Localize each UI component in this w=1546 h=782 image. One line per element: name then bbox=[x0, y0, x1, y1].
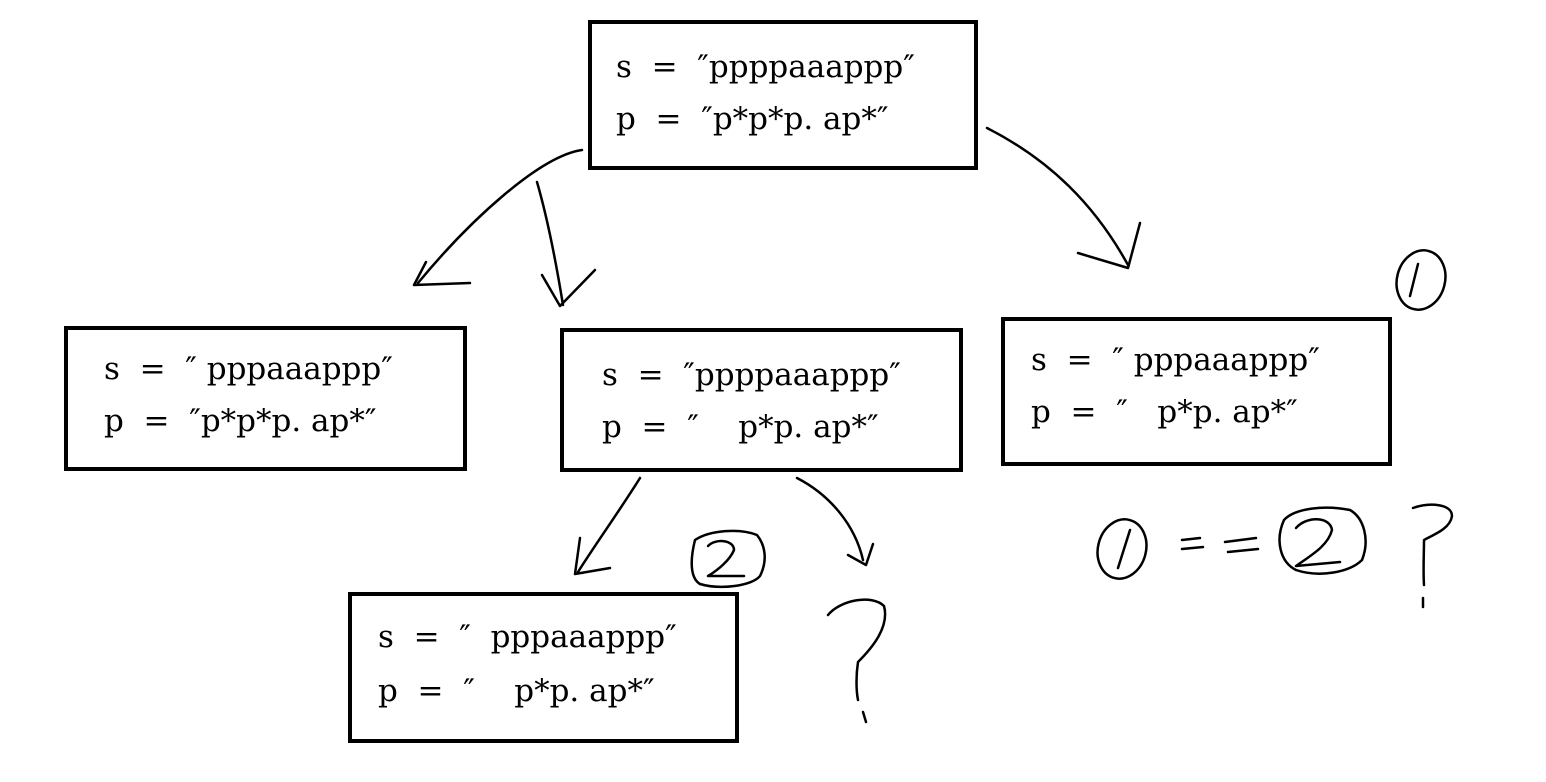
bottom-s-text: s = ″ pppaaappp″ bbox=[378, 619, 677, 655]
node-bottom: s = ″ pppaaappp″ p = ″ p*p. ap*″ bbox=[348, 592, 739, 743]
arrowhead-middle bbox=[540, 268, 597, 308]
node-left: s = ″ pppaaappp″ p = ″p*p*p. ap*″ bbox=[64, 326, 467, 471]
digit-1-top bbox=[1408, 262, 1420, 298]
arrow-middle-to-question bbox=[795, 476, 865, 562]
root-s-text: s = ″ppppaaappp″ bbox=[616, 49, 915, 85]
arrow-root-to-right bbox=[985, 126, 1130, 267]
root-p-text: p = ″p*p*p. ap*″ bbox=[616, 101, 889, 137]
right-s-text: s = ″ pppaaappp″ bbox=[1031, 342, 1320, 378]
node-right: s = ″ pppaaappp″ p = ″ p*p. ap*″ bbox=[1001, 317, 1392, 466]
digit-2-equation bbox=[1294, 518, 1342, 568]
arrow-root-to-left bbox=[416, 148, 584, 285]
digit-2-near-bottom bbox=[706, 539, 746, 578]
left-p-text: p = ″p*p*p. ap*″ bbox=[104, 403, 377, 439]
right-p-text: p = ″ p*p. ap*″ bbox=[1031, 394, 1298, 430]
question-mark-right bbox=[1411, 503, 1454, 609]
arrowhead-left bbox=[412, 260, 472, 287]
arrowhead-question bbox=[846, 542, 875, 567]
circle-1-top bbox=[1395, 249, 1447, 311]
digit-1-equation bbox=[1116, 528, 1132, 570]
node-middle: s = ″ppppaaappp″ p = ″ p*p. ap*″ bbox=[560, 328, 963, 472]
circle-2-equation bbox=[1278, 506, 1367, 575]
middle-p-text: p = ″ p*p. ap*″ bbox=[602, 409, 879, 445]
bottom-p-text: p = ″ p*p. ap*″ bbox=[378, 673, 655, 709]
arrowhead-bottom bbox=[573, 536, 612, 576]
arrowhead-right bbox=[1076, 221, 1142, 270]
equals-sign bbox=[1180, 536, 1260, 554]
circle-2-near-bottom bbox=[690, 529, 766, 589]
arrow-root-to-middle bbox=[535, 180, 565, 307]
left-s-text: s = ″ pppaaappp″ bbox=[104, 351, 393, 387]
question-mark-bottom bbox=[826, 598, 887, 724]
arrow-middle-to-bottom bbox=[576, 476, 642, 574]
circle-1-equation bbox=[1096, 518, 1148, 580]
node-root: s = ″ppppaaappp″ p = ″p*p*p. ap*″ bbox=[588, 20, 978, 170]
middle-s-text: s = ″ppppaaappp″ bbox=[602, 357, 901, 393]
